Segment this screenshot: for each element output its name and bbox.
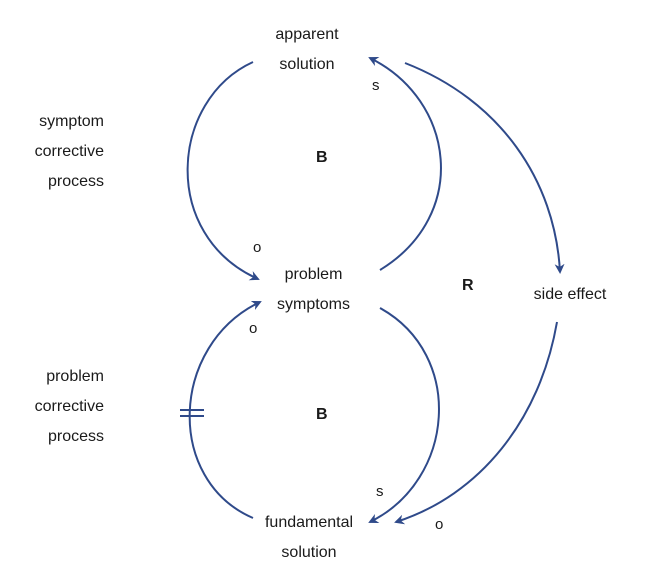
node-label: solution bbox=[279, 56, 335, 73]
node-label: problem bbox=[284, 266, 343, 283]
polarity-top-right: s bbox=[372, 77, 380, 94]
arrow-fundamental-to-symptoms bbox=[188, 300, 262, 519]
node-label: solution bbox=[281, 544, 337, 561]
loop-label-line: corrective bbox=[34, 143, 104, 160]
delay-mark-icon bbox=[180, 409, 204, 417]
node-apparent-solution: apparent solution bbox=[262, 20, 352, 80]
polarity-bottom-right: s bbox=[376, 483, 384, 500]
arrow-symptoms-to-fundamental bbox=[368, 307, 440, 523]
node-label: fundamental bbox=[264, 514, 354, 531]
arrow-apparent-to-symptoms bbox=[186, 61, 260, 281]
loop-label-line: problem bbox=[46, 368, 104, 385]
loop-type-top: B bbox=[316, 149, 328, 166]
loop-label-symptom-corrective: symptom corrective process bbox=[0, 107, 104, 197]
loop-label-line: corrective bbox=[34, 398, 104, 415]
node-problem-symptoms: problem symptoms bbox=[266, 260, 361, 320]
arrow-side-effect-to-fundamental bbox=[394, 321, 558, 525]
node-label: symptoms bbox=[277, 296, 350, 313]
polarity-top-left: o bbox=[253, 239, 262, 256]
arrow-apparent-to-side-effect bbox=[404, 62, 565, 274]
node-fundamental-solution: fundamental solution bbox=[250, 508, 368, 568]
arrow-symptoms-to-apparent bbox=[368, 57, 442, 271]
loop-label-line: process bbox=[47, 173, 104, 190]
loop-label-problem-corrective: problem corrective process bbox=[0, 362, 104, 452]
loop-label-line: symptom bbox=[39, 113, 104, 130]
loop-type-right: R bbox=[462, 277, 474, 294]
loop-type-bottom: B bbox=[316, 406, 328, 423]
node-label: apparent bbox=[275, 26, 339, 43]
polarity-bottom-left: o bbox=[249, 320, 258, 337]
polarity-side-to-fundamental: o bbox=[435, 516, 444, 533]
node-side-effect: side effect bbox=[533, 286, 607, 303]
loop-label-line: process bbox=[47, 428, 104, 445]
